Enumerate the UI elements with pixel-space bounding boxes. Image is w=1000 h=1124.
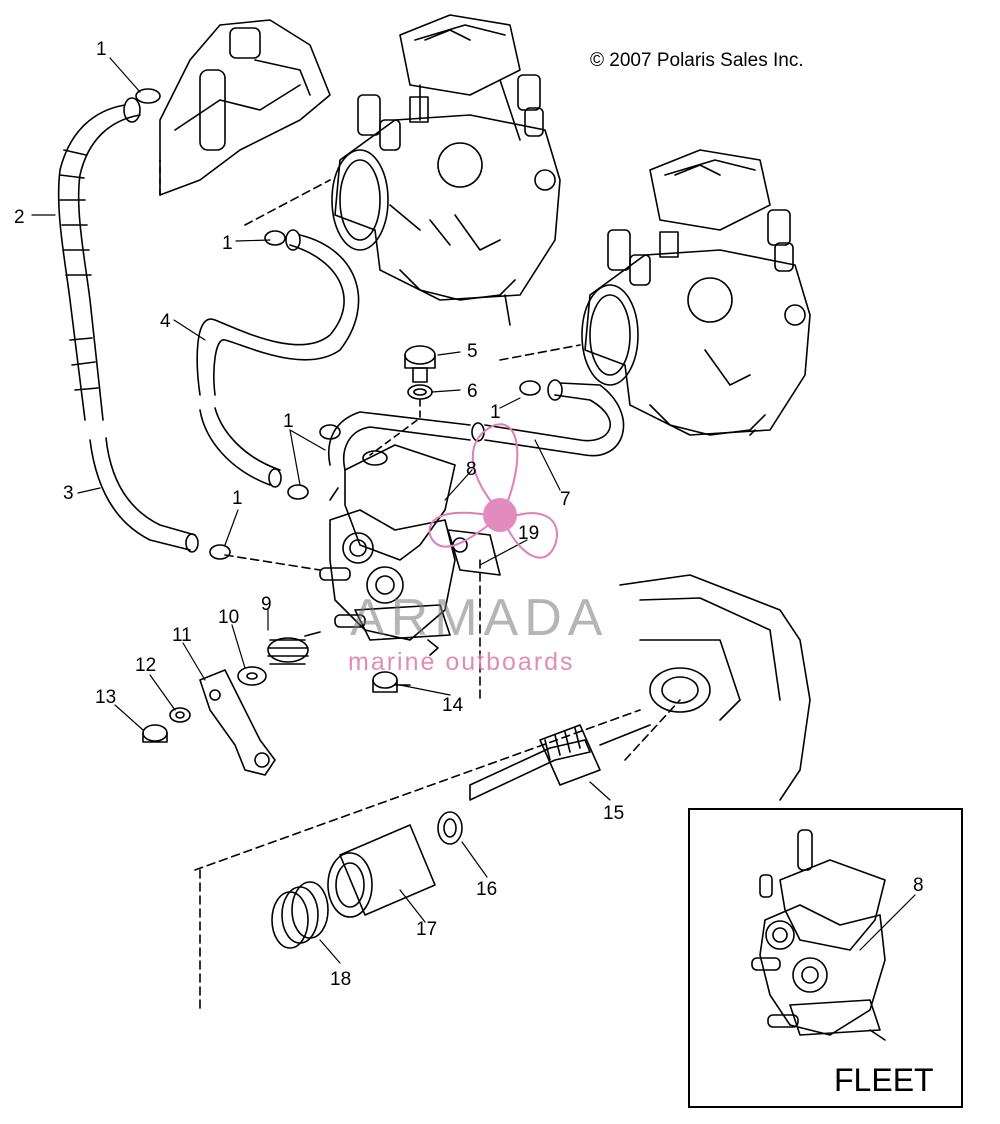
callout-13: 13 [95,687,117,708]
callout-9: 9 [261,594,272,615]
gasket-part-19 [447,529,501,576]
hose-part-3 [89,437,199,553]
washer-part-6 [407,384,433,400]
inset-callout-8: 8 [913,875,924,896]
lever-part-11 [199,669,276,776]
spring-part-18 [271,881,329,949]
callout-14: 14 [442,695,464,716]
carburetor-right [499,149,811,436]
callout-16: 16 [476,879,498,900]
nut-part-13 [142,724,168,743]
hose-part-4 [196,229,360,396]
crankcase-lower-right [619,574,811,801]
oil-pump-part-8 [319,444,456,656]
inset-label: FLEET [834,1062,934,1098]
watermark-tagline: marine outboards [348,648,575,676]
callout-12: 12 [135,655,157,676]
watermark-propeller-icon [428,423,558,559]
callout-18: 18 [330,969,352,990]
callout-10: 10 [218,607,240,628]
callout-11: 11 [172,625,192,646]
callout-1: 1 [232,488,243,509]
callout-1: 1 [283,411,294,432]
callout-1: 1 [96,39,107,60]
washer-part-10 [237,666,267,686]
gear-shaft-part-15 [469,724,651,801]
clamps [135,88,541,560]
spring-part-9 [267,631,321,665]
washer-part-12 [169,707,191,723]
callout-4: 4 [160,311,171,332]
screw-part-5 [404,345,436,383]
carburetor-upper [244,14,561,326]
crankcase-top-left [159,19,331,196]
callout-3: 3 [63,483,74,504]
hose-part-2 [57,97,141,421]
washer-part-16 [437,811,463,845]
callout-6: 6 [467,381,478,402]
bushing-part-17 [327,824,436,918]
callout-17: 17 [416,919,438,940]
hose-part-4-lower [199,407,282,488]
callout-19: 19 [518,523,540,544]
callout-8: 8 [466,459,477,480]
callout-2: 2 [14,207,25,228]
copyright-notice: © 2007 Polaris Sales Inc. [590,50,804,71]
callout-15: 15 [603,803,625,824]
callout-5: 5 [467,341,478,362]
fleet-inset-box [688,808,963,1108]
inset-oil-pump-drawing [751,829,886,1041]
callout-1: 1 [222,233,233,254]
callout-1: 1 [490,402,501,423]
leader-lines [31,57,916,964]
hose-part-7 [328,379,625,471]
watermark-name: ARMADA [350,589,609,647]
callout-7: 7 [560,489,571,510]
